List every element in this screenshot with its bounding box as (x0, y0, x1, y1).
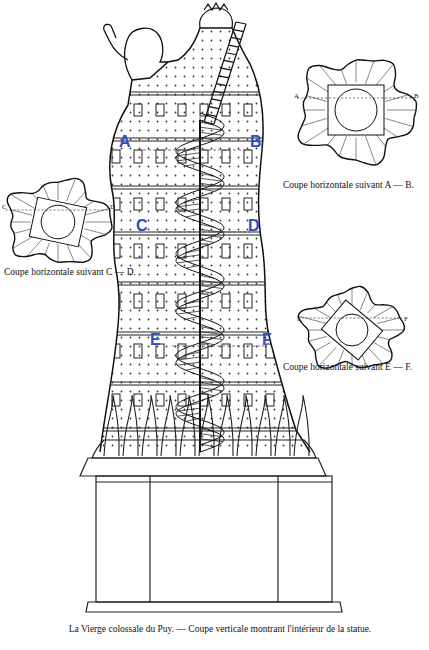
crown (200, 3, 233, 28)
section-letter: E (297, 315, 301, 323)
section-letter: C (136, 217, 148, 235)
section-letter: A (294, 92, 299, 100)
spiral-staircase (176, 113, 224, 452)
section-caption: Coupe horizontale suivant A — B. (283, 180, 414, 191)
drapery-folds (92, 395, 316, 458)
pedestal (80, 458, 342, 612)
section-letter: F (404, 315, 408, 323)
cross-section (297, 60, 416, 165)
figure-caption: La Vierge colossale du Puy. — Coupe vert… (20, 624, 420, 635)
section-caption: Coupe horizontale suivant E — F. (283, 362, 412, 373)
section-letter: B (250, 133, 262, 151)
section-letter: D (110, 203, 115, 211)
child-figure (104, 24, 168, 80)
statue-outline (100, 28, 310, 452)
section-caption: Coupe horizontale suivant C — D. (4, 267, 136, 278)
cross-section (6, 178, 113, 262)
section-letter: E (150, 331, 161, 349)
section-letter: B (414, 92, 419, 100)
section-letter: F (262, 331, 272, 349)
cross-section (298, 286, 404, 368)
section-letter: A (119, 133, 131, 151)
section-letter: C (2, 203, 7, 211)
section-lines (138, 150, 264, 346)
ladder (204, 22, 246, 124)
section-letter: D (248, 217, 260, 235)
